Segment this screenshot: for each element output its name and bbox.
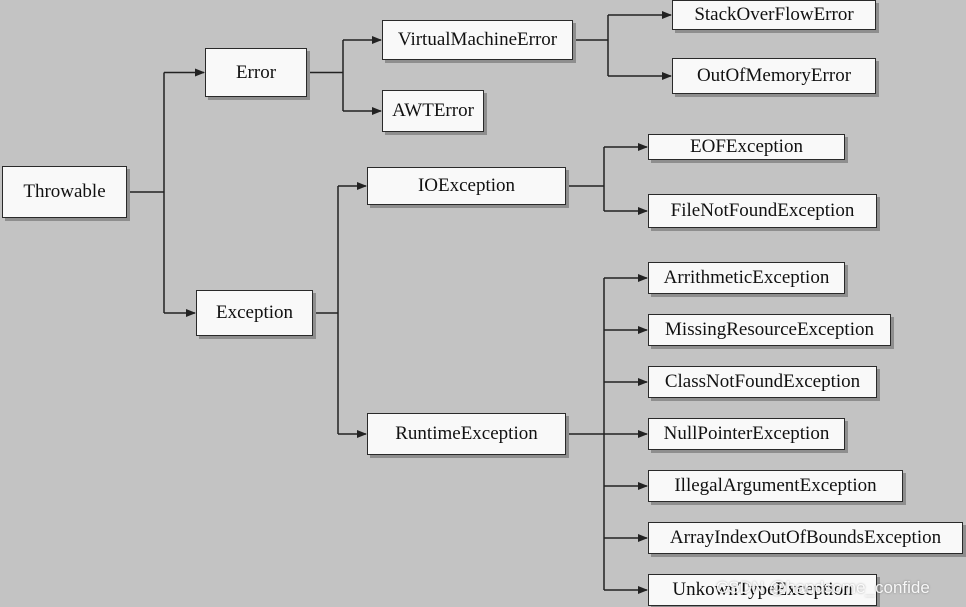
node-class-not-found-exception: ClassNotFoundException (648, 366, 877, 398)
node-null-pointer-exception: NullPointerException (648, 418, 845, 450)
node-virtual-machine-error: VirtualMachineError (382, 20, 573, 60)
node-file-not-found-exception: FileNotFoundException (648, 194, 877, 228)
node-out-of-memory-error: OutOfMemoryError (672, 58, 876, 94)
node-exception: Exception (196, 290, 313, 336)
node-illegal-argument-exception: IllegalArgumentException (648, 470, 903, 502)
node-stack-overflow-error: StackOverFlowError (672, 0, 876, 30)
node-error: Error (205, 48, 307, 97)
node-io-exception: IOException (367, 167, 566, 205)
node-runtime-exception: RuntimeException (367, 413, 566, 455)
node-unknown-type-exception: UnkownTypeException (648, 574, 877, 606)
watermark: CSDN @handsome_confide (716, 578, 930, 597)
node-arithmetic-exception: ArrithmeticException (648, 262, 845, 294)
node-awt-error: AWTError (382, 90, 484, 132)
node-missing-resource-exception: MissingResourceException (648, 314, 891, 346)
node-throwable: Throwable (2, 166, 127, 218)
node-array-index-out-of-bounds-exception: ArrayIndexOutOfBoundsException (648, 522, 963, 554)
node-eof-exception: EOFException (648, 134, 845, 160)
